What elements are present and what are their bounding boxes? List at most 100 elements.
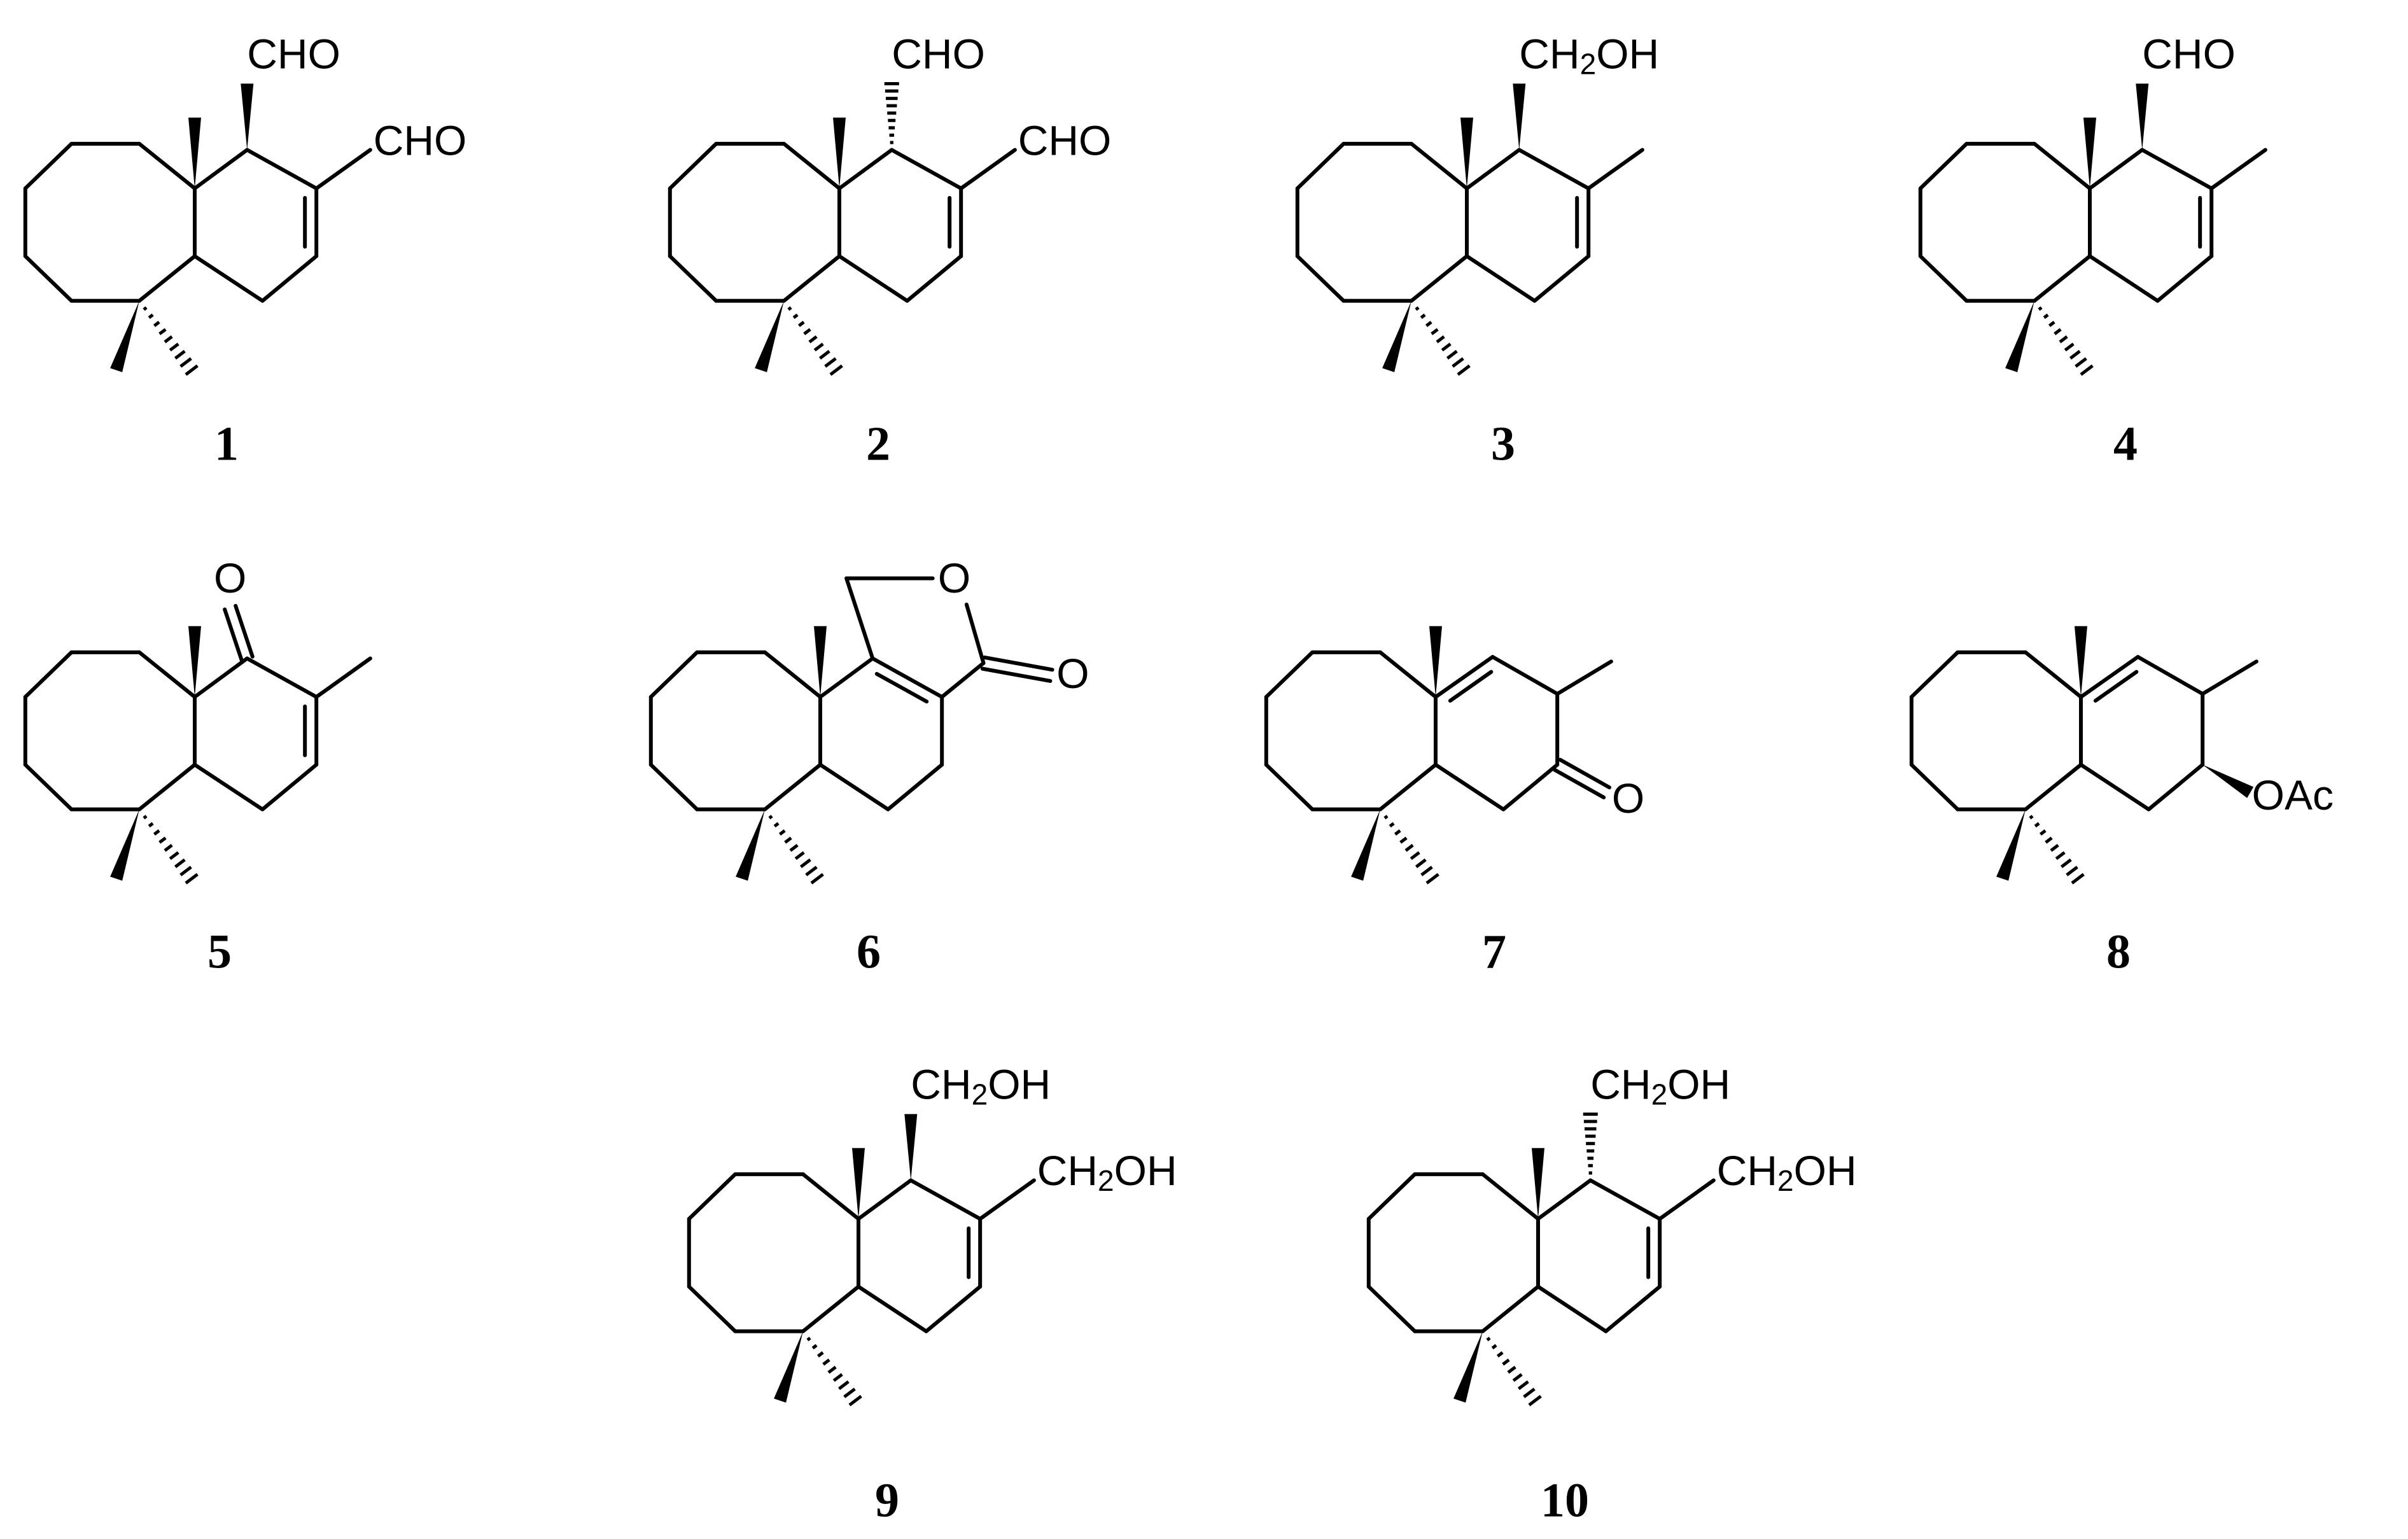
compound-number: 8 — [2106, 925, 2131, 978]
hash-stroke — [824, 357, 837, 368]
hash-stroke — [1486, 1337, 1491, 1342]
compound-number: 5 — [207, 925, 232, 978]
hash-stroke — [2045, 836, 2053, 844]
ring-bond — [1366, 1284, 1417, 1333]
ring-bond — [1536, 1178, 1593, 1221]
lactone-bond — [964, 602, 986, 665]
ring-bond — [924, 1284, 983, 1333]
hash-stroke — [153, 829, 160, 836]
ring-bond — [857, 1178, 913, 1221]
angular-methyl-wedge — [2075, 626, 2087, 697]
ring-bond — [818, 762, 890, 812]
ring-bond — [648, 762, 699, 812]
ring-bond — [1604, 1284, 1662, 1333]
hash-stroke — [810, 873, 824, 885]
compound-number: 1 — [214, 417, 239, 470]
double-bond-inner — [874, 671, 929, 704]
ring-double-bond — [871, 656, 944, 699]
ring-bond — [1295, 141, 1346, 190]
methyl-bond — [1586, 148, 1644, 190]
ring-bond — [193, 254, 265, 303]
gem-methyl-wedge — [110, 300, 139, 372]
methyl-bond — [2201, 659, 2258, 696]
hash-stroke — [2039, 829, 2047, 836]
carbonyl-oxygen-label: O — [1056, 650, 1089, 697]
hash-stroke — [2069, 349, 2081, 360]
ring-bond — [137, 254, 197, 303]
hash-stroke — [1507, 1365, 1516, 1374]
hash-stroke — [153, 321, 160, 327]
ring-double-bond — [2079, 655, 2140, 699]
ketone-bond — [234, 603, 255, 659]
hash-stroke — [158, 836, 167, 844]
hash-stroke — [2059, 335, 2068, 344]
hash-stroke — [1528, 1395, 1542, 1407]
substituent-bond — [1658, 1178, 1716, 1221]
gem-methyl-hash — [1383, 815, 1439, 885]
hash-stroke — [799, 858, 811, 868]
substituent-bond — [314, 148, 372, 190]
hash-stroke — [1523, 1388, 1536, 1398]
angular-methyl-wedge — [833, 117, 846, 188]
ring-bond — [23, 141, 74, 190]
ring-bond — [1434, 762, 1506, 812]
hash-stroke — [1410, 851, 1420, 861]
ring-bond — [781, 254, 841, 303]
compound-6: OO6 — [648, 554, 1089, 978]
hash-stroke — [1425, 873, 1439, 885]
hash-stroke — [174, 858, 186, 868]
hash-stroke — [164, 843, 173, 852]
compound-number: 7 — [1482, 925, 1506, 978]
hash-stroke — [185, 364, 199, 376]
hash-stroke — [832, 1373, 843, 1382]
hash-stroke — [1415, 306, 1420, 311]
gem-methyl-wedge — [755, 300, 784, 372]
ring-bond — [2155, 254, 2214, 303]
ring-bond — [23, 762, 74, 812]
ring-bond — [1295, 254, 1346, 303]
aldehyde-label: CHO — [374, 116, 467, 164]
gem-methyl-wedge — [1453, 1331, 1483, 1403]
methyl-bond — [314, 656, 372, 699]
gem-methyl-hash — [2029, 815, 2085, 885]
hydroxymethyl-label: CH2OH — [911, 1061, 1051, 1111]
ring-bond — [2023, 650, 2083, 699]
ring-bond — [1378, 650, 1438, 699]
ring-bond — [2079, 762, 2151, 812]
ring-bond — [2136, 655, 2205, 696]
carbonyl-bond — [980, 666, 1053, 683]
ring-bond — [23, 254, 74, 303]
substituent-bond — [959, 148, 1017, 190]
hash-stroke — [2071, 873, 2085, 885]
acetoxy-label: OAc — [2252, 771, 2334, 819]
ring-bond — [193, 656, 249, 699]
hash-stroke — [2055, 851, 2066, 861]
hash-stroke — [1457, 364, 1471, 376]
gem-methyl-hash — [787, 306, 843, 376]
ring-bond — [1909, 650, 1960, 699]
gem-methyl-hash — [143, 306, 199, 376]
hash-stroke — [848, 1395, 862, 1407]
compound-number: 10 — [1541, 1473, 1589, 1527]
ring-bond — [1378, 762, 1438, 812]
hash-stroke — [784, 836, 792, 844]
hash-stroke — [773, 822, 780, 828]
ring-bond — [781, 141, 841, 190]
hash-stroke — [2080, 364, 2094, 376]
hash-stroke — [827, 1365, 837, 1374]
ring-bond — [2023, 762, 2083, 812]
gem-methyl-hash — [143, 815, 199, 885]
ring-bond — [762, 762, 822, 812]
hash-stroke — [2075, 357, 2087, 368]
angular-methyl-wedge — [2083, 117, 2096, 188]
ring-bond — [2032, 254, 2092, 303]
hash-stroke — [1436, 335, 1445, 344]
ring-bond — [1536, 1284, 1608, 1333]
gem-methyl-wedge — [1382, 300, 1411, 372]
ring-bond — [1490, 655, 1560, 696]
aldehyde-wedge — [241, 83, 254, 150]
